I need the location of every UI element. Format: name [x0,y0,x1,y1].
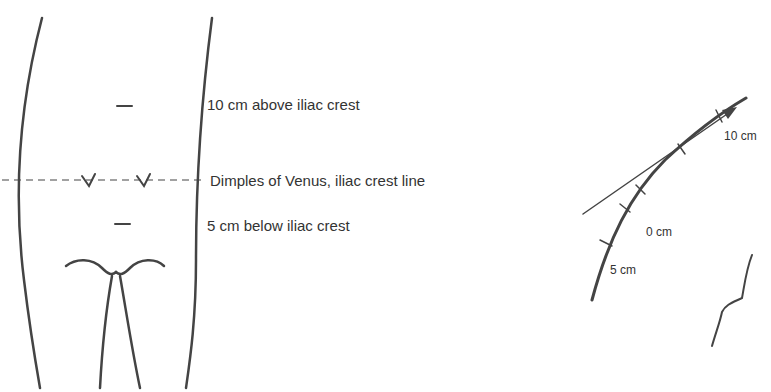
body-right-outline [186,18,212,388]
iliac-crest-line [2,179,204,180]
level-label: Dimples of Venus, iliac crest line [210,173,425,190]
tick-mark [636,185,645,194]
distance-label: 10 cm [724,130,757,143]
tick-mark [600,240,612,246]
tick-mark [115,223,130,225]
tick-mark [117,105,132,107]
tick-mark [620,204,630,212]
level-label: 5 cm below iliac crest [207,218,350,235]
body-left-outline [19,18,42,388]
distance-label: 0 cm [646,226,672,239]
direction-arrow [583,112,730,214]
thigh-line [120,276,140,388]
distance-label: 5 cm [610,264,636,277]
buttocks-outline [66,260,164,274]
thigh-line [100,276,112,388]
back-profile [592,98,746,300]
level-label: 10 cm above iliac crest [207,97,360,114]
arrow-head [722,107,737,119]
buttock-profile [712,255,752,346]
